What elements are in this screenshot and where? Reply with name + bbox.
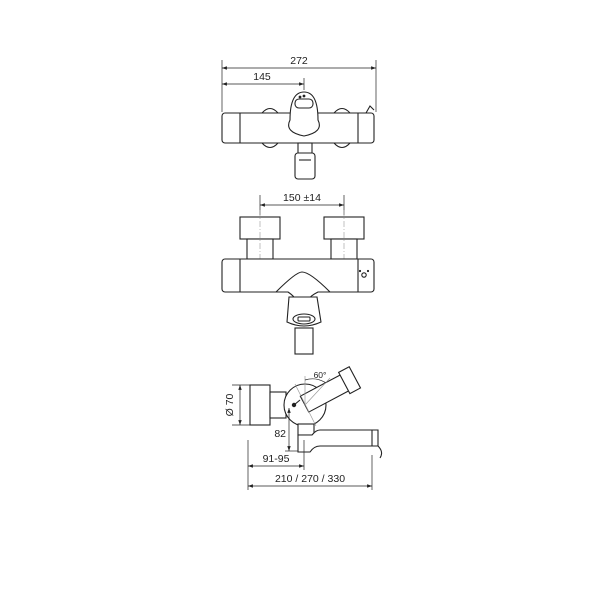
dimension-projection: 210 / 270 / 330 [275,473,345,485]
side-view: Ø 70 60° 82 91-95 [224,366,383,490]
dimension-height: 82 [274,428,286,440]
dimension-connection-centers: 150 ±14 [283,192,321,204]
dimension-wall-distance: 91-95 [263,453,290,465]
dimension-angle: 60° [314,370,327,380]
front-view: 150 ±14 [221,192,375,355]
dimension-spout-offset: 145 [253,71,271,83]
top-view: 272 145 [221,55,377,180]
dimension-diameter: Ø 70 [224,393,236,416]
dimension-overall-width: 272 [290,55,308,67]
